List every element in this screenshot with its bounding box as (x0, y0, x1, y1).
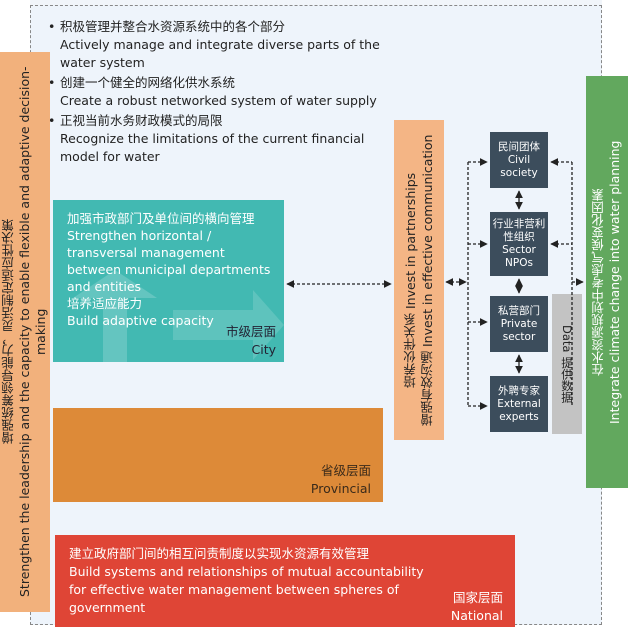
stakeholder-civil-society: 民间团体 Civil society (490, 132, 548, 188)
stakeholder-en: External experts (497, 397, 541, 423)
data-box: Data 提供数据 (552, 294, 582, 434)
stakeholder-en: Sector NPOs (502, 244, 536, 269)
stakeholder-en: Civil society (500, 153, 538, 179)
national-en: Build systems and relationships of mutua… (69, 564, 424, 615)
climate-bar: 在水资源规划中考虑气候变化因素 Integrate climate change… (586, 76, 628, 488)
city-en-2: Build adaptive capacity (67, 313, 214, 328)
national-box: 建立政府部门间的相互问责制度以实现水资源有效管理 Build systems a… (55, 535, 515, 627)
city-en-1: Strengthen horizontal / transversal mana… (67, 228, 271, 294)
goal-zh: 创建一个健全的网络化供水系统 (60, 75, 236, 90)
goal-item: • 创建一个健全的网络化供水系统 Create a robust network… (48, 74, 390, 110)
provincial-level-en: Provincial (310, 481, 371, 496)
city-level-zh: 市级层面 (225, 324, 276, 339)
goal-item: • 积极管理并整合水资源系统中的各个部分 Actively manage and… (48, 18, 390, 72)
stakeholder-zh: 私营部门 (498, 304, 540, 317)
stakeholder-zh: 民间团体 (498, 140, 540, 153)
stakeholder-private-sector: 私营部门 Private sector (490, 296, 548, 352)
leadership-bar: 增强统筹领导能力，灵活制定适应性决策 Strengthen the leader… (0, 52, 50, 612)
city-zh-1: 加强市政部门及单位间的横向管理 (67, 211, 255, 226)
stakeholder-npos: 行业非营利性组织 Sector NPOs (490, 212, 548, 276)
goals-list: • 积极管理并整合水资源系统中的各个部分 Actively manage and… (48, 18, 390, 168)
stakeholder-zh: 外聘专家 (498, 384, 540, 397)
upward-arrow-icon (73, 270, 284, 362)
goal-en: Create a robust networked system of wate… (60, 93, 377, 108)
data-en: Data (560, 325, 574, 353)
data-zh: 提供数据 (560, 356, 574, 403)
goal-en: Actively manage and integrate diverse pa… (60, 37, 380, 70)
national-level-zh: 国家层面 (452, 590, 503, 605)
invest-box: 培养伙伴关系 Invest in partnerships 增强有效沟通 Inv… (394, 120, 444, 440)
stakeholder-zh: 行业非营利性组织 (492, 218, 546, 243)
city-box: 加强市政部门及单位间的横向管理 Strengthen horizontal / … (53, 200, 284, 362)
national-level-en: National (450, 608, 503, 623)
frame-top-strip (30, 0, 602, 6)
city-level-en: City (251, 342, 277, 357)
provincial-box: 省级层面 Provincial (53, 408, 383, 502)
city-zh-2: 培养适应能力 (67, 296, 143, 311)
national-zh: 建立政府部门间的相互问责制度以实现水资源有效管理 (69, 546, 370, 561)
goal-zh: 积极管理并整合水资源系统中的各个部分 (60, 19, 286, 34)
provincial-level-zh: 省级层面 (320, 463, 371, 478)
bullet-icon: • (48, 75, 56, 90)
bullet-icon: • (48, 113, 56, 128)
bullet-icon: • (48, 19, 56, 34)
goal-item: • 正视当前水务财政模式的局限 Recognize the limitation… (48, 112, 390, 166)
goal-en: Recognize the limitations of the current… (60, 131, 365, 164)
stakeholder-en: Private sector (500, 317, 538, 343)
goal-zh: 正视当前水务财政模式的局限 (60, 113, 223, 128)
stakeholder-external-experts: 外聘专家 External experts (490, 376, 548, 432)
